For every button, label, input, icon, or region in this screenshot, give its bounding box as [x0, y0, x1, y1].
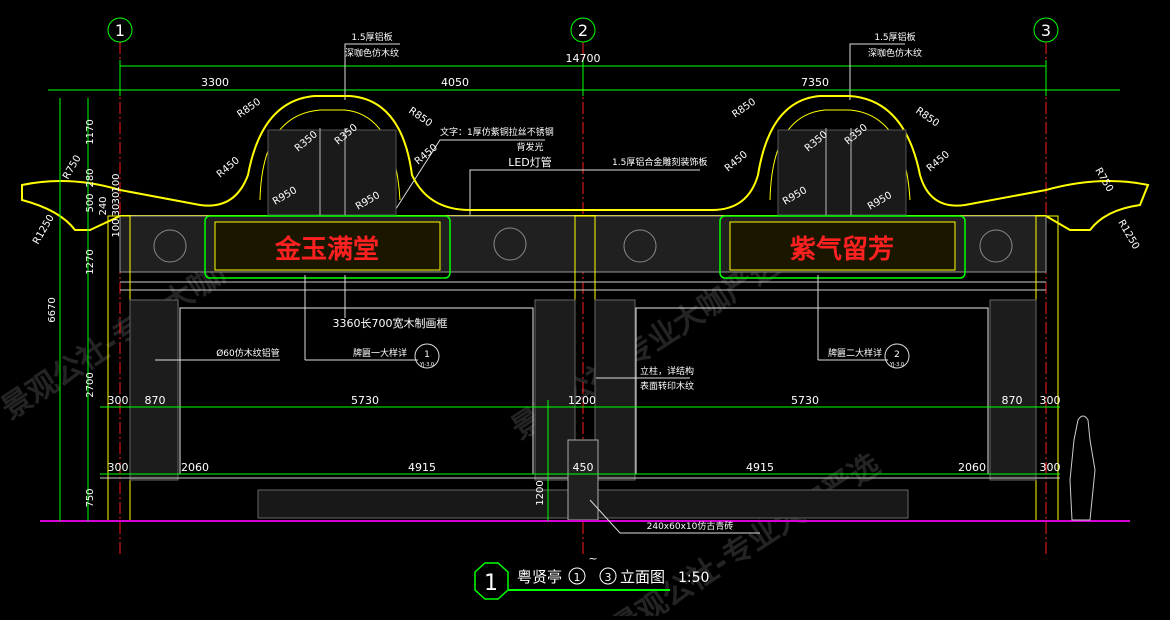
middle-notes: 3360长700宽木制画框 牌匾一大样详 1 YJ-3.0 牌匾二大样详 2 Y…: [155, 275, 910, 534]
title-suffix: 立面图: [620, 568, 665, 586]
dimension-row-1: 300 870 5730 1200 5730 870 300: [100, 394, 1061, 408]
note-column-2: 表面转印木纹: [640, 380, 694, 392]
label-r850-1: R850: [235, 97, 263, 121]
note-aluminum-right-2: 深咖色仿木纹: [868, 47, 922, 59]
note-frame: 3360长700宽木制画框: [333, 316, 448, 330]
dimension-row-2: 300 2060 4915 450 4915 2060 300: [100, 461, 1061, 475]
row1-dim-4: 1200: [568, 394, 596, 407]
row2-dim-1: 300: [108, 461, 129, 474]
grid-label-2: 2: [578, 21, 588, 40]
left-dim-280: 280: [85, 168, 96, 187]
top-dimensions: 14700 3300 4050 7350: [48, 52, 1120, 96]
row1-dim-1: 300: [108, 394, 129, 407]
detail-left-ref: YJ-3.0: [419, 362, 434, 368]
title-scale: 1:50: [678, 570, 709, 586]
left-dim-30-2: 30: [111, 192, 122, 205]
label-r850-2: R850: [406, 105, 434, 129]
left-dim-6670: 6670: [47, 297, 58, 322]
detail-left-no: 1: [424, 350, 430, 360]
left-dim-750: 750: [85, 488, 96, 507]
row2-dim-7: 300: [1040, 461, 1061, 474]
note-detail-left: 牌匾一大样详: [353, 347, 407, 359]
left-dimensions: 6670 1170 280 500 240 100 30 30 100 1270…: [47, 98, 122, 521]
note-pipe: Ø60仿木纹铝管: [216, 347, 280, 359]
label-r850-4: R850: [913, 105, 941, 129]
title-from: 1: [574, 571, 581, 584]
person-figure: [1069, 415, 1096, 521]
left-dim-100-1: 100: [111, 218, 122, 237]
row2-dim-4: 450: [573, 461, 594, 474]
row1-dim-6: 870: [1002, 394, 1023, 407]
label-r1250-1: R1250: [31, 213, 57, 247]
left-dim-100-2: 100: [111, 173, 122, 192]
note-aluminum-right-1: 1.5厚铝板: [874, 31, 915, 43]
grid-bubble-3: 3: [1033, 17, 1059, 43]
note-detail-right: 牌匾二大样详: [828, 347, 882, 359]
sign-left-text: 金玉满堂: [274, 234, 379, 265]
grid-bubble-2: 2: [570, 17, 596, 43]
label-r850-3: R850: [730, 97, 758, 121]
row2-dim-6: 2060: [958, 461, 986, 474]
left-dim-2700: 2700: [85, 372, 96, 397]
detail-right-no: 2: [894, 350, 900, 360]
left-dim-240: 240: [98, 196, 109, 215]
note-column-1: 立柱，详结构: [640, 365, 694, 377]
label-r450-3: R450: [723, 149, 750, 174]
left-dim-1170: 1170: [85, 119, 96, 144]
dim-3300: 3300: [201, 76, 229, 89]
label-r450-1: R450: [215, 155, 242, 180]
dim-total: 14700: [566, 52, 601, 65]
row1-dim-3: 5730: [351, 394, 379, 407]
note-carve: 1.5厚铝合金雕刻装饰板: [612, 156, 707, 168]
sign-left: 金玉满堂: [204, 215, 451, 279]
left-lattice-panel: [267, 129, 397, 216]
roof: [21, 95, 1150, 231]
row2-dim-2: 2060: [181, 461, 209, 474]
label-r1250-2: R1250: [1115, 218, 1141, 252]
row2-dim-3: 4915: [408, 461, 436, 474]
top-notes: 1.5厚铝板 深咖色仿木纹 1.5厚铝板 深咖色仿木纹 文字：1厚仿紫铜拉丝不锈…: [344, 31, 922, 216]
row1-dim-5: 5730: [791, 394, 819, 407]
note-aluminum-left-1: 1.5厚铝板: [351, 31, 392, 43]
grid-label-1: 1: [115, 21, 125, 40]
dim-7350: 7350: [801, 76, 829, 89]
label-r450-2: R450: [413, 142, 440, 167]
title-name: 粤贤亭: [517, 568, 562, 586]
dim-1200-vertical: 1200: [535, 480, 546, 505]
title-block: 1 粤贤亭 1 ~ 3 立面图 1:50: [474, 552, 709, 600]
note-text-3: LED灯管: [508, 155, 552, 169]
left-dim-1270: 1270: [85, 249, 96, 274]
note-text-1: 文字：1厚仿紫铜拉丝不锈钢: [440, 126, 554, 138]
title-to: 3: [605, 571, 612, 584]
right-lattice-panel: [777, 129, 907, 216]
row1-dim-7: 300: [1040, 394, 1061, 407]
label-r450-4: R450: [925, 149, 952, 174]
row2-dim-5: 4915: [746, 461, 774, 474]
row1-dim-2: 870: [145, 394, 166, 407]
grid-bubble-1: 1: [107, 17, 133, 43]
title-number: 1: [484, 571, 498, 596]
note-text-2: 背发光: [516, 141, 543, 153]
dimension-1200-vertical: 1200: [535, 400, 549, 521]
sign-right-text: 紫气留芳: [790, 234, 894, 265]
left-dim-30-1: 30: [111, 204, 122, 217]
sign-right: 紫气留芳: [719, 215, 966, 279]
base: [40, 439, 1130, 522]
grid-label-3: 3: [1041, 21, 1051, 40]
note-aluminum-left-2: 深咖色仿木纹: [345, 47, 399, 59]
dim-4050: 4050: [441, 76, 469, 89]
detail-right-ref: YJ-3.0: [889, 362, 904, 368]
title-tilde: ~: [588, 552, 597, 565]
label-r750-1: R750: [61, 153, 84, 181]
note-brick: 240x60x10仿古青砖: [647, 520, 734, 532]
left-dim-500: 500: [85, 193, 96, 212]
